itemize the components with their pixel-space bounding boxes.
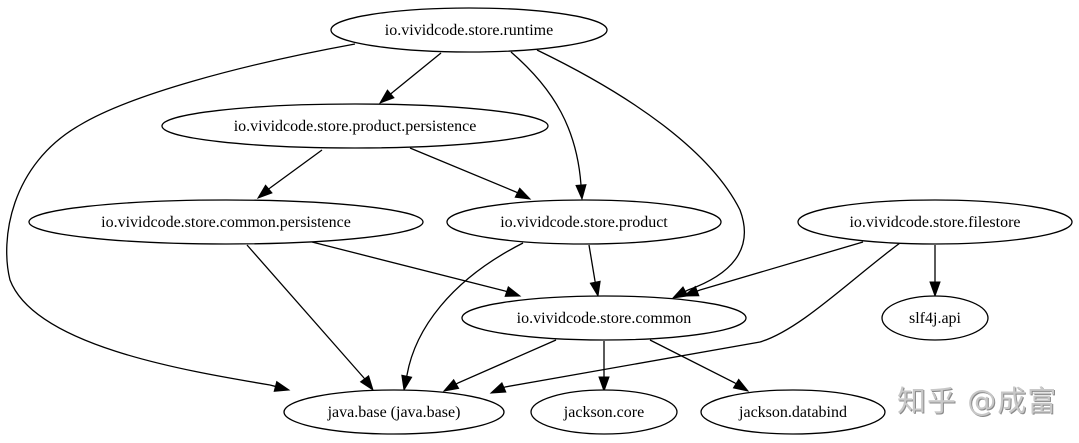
node-label: io.vividcode.store.filestore: [849, 214, 1020, 231]
edge-product-to-java-base: [401, 242, 524, 392]
edges-layer: [6, 43, 941, 394]
edge-line: [588, 244, 596, 282]
edge-product-persistence-to-common-persistence: [256, 149, 323, 199]
arrowhead: [504, 285, 522, 297]
node-java-base: java.base (java.base): [283, 389, 505, 435]
arrowhead: [401, 374, 413, 392]
arrowhead: [671, 286, 689, 299]
edge-line-segment: [504, 290, 507, 293]
edge-line-segment: [696, 289, 701, 292]
edge-runtime-to-product-persistence: [378, 52, 442, 104]
edge-filestore-to-java-base: [489, 242, 901, 394]
edge-line: [246, 244, 365, 379]
node-ellipse: [461, 295, 747, 341]
edge-runtime-to-java-base: [6, 43, 356, 392]
node-label: io.vividcode.store.product.persistence: [234, 118, 477, 135]
node-ellipse: [700, 389, 886, 435]
node-runtime: io.vividcode.store.runtime: [330, 7, 608, 53]
edge-line-segment: [268, 187, 271, 190]
edge-line: [699, 241, 864, 291]
edge-line: [649, 339, 736, 384]
node-label: io.vividcode.store.product: [500, 214, 668, 231]
edge-common-to-jackson-databind: [649, 339, 750, 392]
edge-line: [269, 149, 323, 189]
edge-common-persistence-to-common: [311, 241, 522, 297]
edge-runtime-to-common: [536, 49, 745, 299]
edge-line: [510, 51, 582, 186]
arrowhead: [732, 378, 750, 392]
edge-product-persistence-to-product: [409, 147, 532, 200]
arrowhead: [378, 89, 395, 104]
edge-line: [504, 242, 901, 388]
arrowhead: [442, 378, 460, 392]
node-common: io.vividcode.store.common: [461, 295, 747, 341]
node-jackson-core: jackson.core: [530, 389, 678, 435]
edge-line: [311, 241, 506, 292]
node-product-persistence: io.vividcode.store.product.persistence: [161, 103, 549, 149]
edge-product-to-common: [588, 244, 601, 298]
node-ellipse: [446, 199, 722, 245]
node-label: slf4j.api: [909, 310, 962, 327]
edge-line: [406, 242, 524, 376]
arrowhead: [256, 184, 273, 199]
arrowhead: [589, 280, 601, 298]
edge-filestore-to-common: [682, 241, 864, 297]
edge-line-segment: [515, 191, 518, 194]
edge-common-to-jackson-core: [598, 341, 610, 393]
edge-line: [457, 339, 557, 384]
edge-common-persistence-to-java-base: [246, 244, 374, 392]
edge-line-segment: [269, 384, 276, 388]
arrowhead: [489, 382, 507, 394]
edge-runtime-to-product: [510, 51, 587, 201]
arrowhead: [575, 184, 587, 201]
node-label: java.base (java.base): [327, 404, 461, 421]
node-ellipse: [530, 389, 678, 435]
edge-line: [409, 147, 517, 193]
arrowhead: [682, 285, 700, 297]
arrowhead: [273, 380, 291, 392]
nodes-layer: io.vividcode.store.runtime io.vividcode.s…: [28, 7, 1073, 435]
node-common-persistence: io.vividcode.store.common.persistence: [28, 199, 424, 245]
node-label: io.vividcode.store.runtime: [385, 22, 553, 39]
edge-line-segment: [734, 382, 737, 385]
node-label: io.vividcode.store.common: [517, 310, 692, 327]
node-ellipse: [283, 389, 505, 435]
node-ellipse: [161, 103, 549, 149]
node-ellipse: [881, 295, 989, 341]
edge-common-to-java-base: [442, 339, 557, 392]
node-product: io.vividcode.store.product: [446, 199, 722, 245]
node-jackson-databind: jackson.databind: [700, 389, 886, 435]
edge-line-segment: [390, 91, 394, 95]
node-ellipse: [797, 199, 1073, 245]
node-ellipse: [330, 7, 608, 53]
arrowhead: [598, 376, 610, 393]
edge-filestore-to-slf4j: [929, 245, 941, 298]
watermark: 知乎 @成富: [897, 384, 1058, 418]
node-slf4j: slf4j.api: [881, 295, 989, 341]
node-filestore: io.vividcode.store.filestore: [797, 199, 1073, 245]
node-label: jackson.core: [563, 404, 644, 421]
arrowhead: [514, 187, 532, 200]
edge-line-segment: [363, 377, 366, 380]
edge-line: [536, 49, 745, 291]
edge-line-segment: [685, 289, 689, 292]
edge-line: [392, 52, 442, 93]
node-label: jackson.databind: [738, 404, 847, 421]
edge-line-segment: [455, 382, 459, 385]
node-ellipse: [28, 199, 424, 245]
edge-line: [6, 43, 356, 386]
arrowhead: [929, 281, 941, 298]
arrowhead: [359, 374, 374, 392]
node-label: io.vividcode.store.common.persistence: [101, 214, 351, 231]
